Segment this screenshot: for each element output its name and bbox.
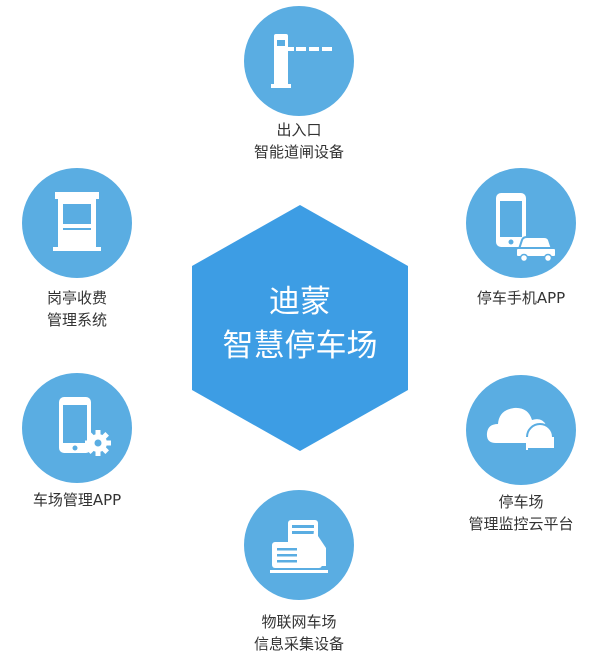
label-line: 信息采集设备 bbox=[253, 635, 344, 653]
label-line: 停车场 bbox=[498, 493, 544, 511]
label-line: 智能道闸设备 bbox=[253, 143, 344, 161]
node-label: 岗亭收费 管理系统 bbox=[0, 287, 167, 331]
phone-car-icon bbox=[466, 168, 576, 278]
label-line: 停车手机APP bbox=[476, 289, 566, 307]
center-title-line1: 迪蒙 bbox=[269, 284, 331, 320]
center-title: 迪蒙 智慧停车场 bbox=[192, 280, 408, 368]
center-title-line2: 智慧停车场 bbox=[222, 328, 378, 364]
node-label: 车场管理APP bbox=[0, 489, 167, 511]
label-line: 车场管理APP bbox=[32, 491, 122, 509]
node-label: 物联网车场 信息采集设备 bbox=[209, 611, 389, 655]
label-line: 管理系统 bbox=[46, 311, 107, 329]
barrier-gate-icon bbox=[244, 6, 354, 116]
toll-booth-icon bbox=[22, 168, 132, 278]
phone-gear-icon bbox=[22, 373, 132, 483]
label-line: 物联网车场 bbox=[261, 613, 337, 631]
node-label: 停车场 管理监控云平台 bbox=[431, 491, 600, 535]
center-hexagon bbox=[192, 205, 408, 451]
cloud-icon bbox=[466, 375, 576, 485]
label-line: 出入口 bbox=[276, 121, 322, 139]
node-label: 停车手机APP bbox=[431, 287, 600, 309]
label-line: 管理监控云平台 bbox=[468, 515, 574, 533]
label-line: 岗亭收费 bbox=[46, 289, 107, 307]
node-label: 出入口 智能道闸设备 bbox=[209, 119, 389, 163]
card-reader-icon bbox=[244, 490, 354, 600]
